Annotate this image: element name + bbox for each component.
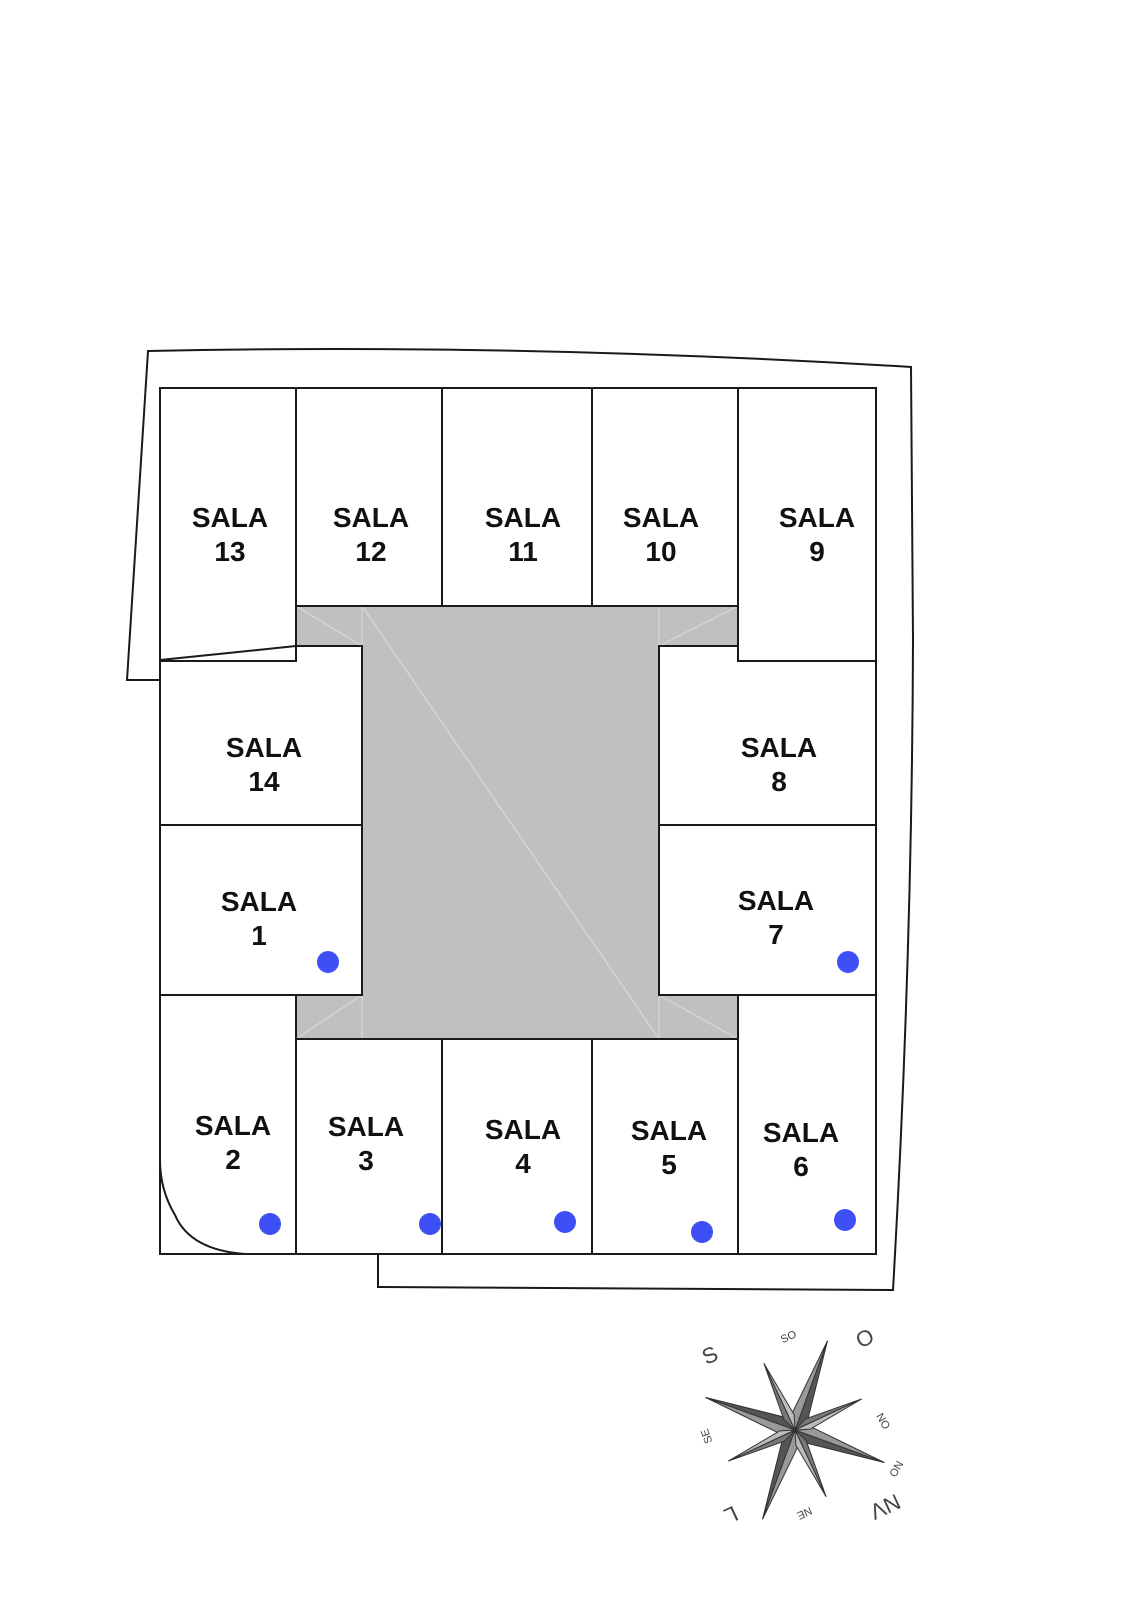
room-11[interactable]: SALA 11 xyxy=(441,387,593,607)
room-label: SALA xyxy=(779,502,855,533)
marker-room-2[interactable] xyxy=(259,1213,281,1235)
marker-room-4[interactable] xyxy=(554,1211,576,1233)
marker-room-1[interactable] xyxy=(317,951,339,973)
room-label: SALA xyxy=(738,885,814,916)
room-number: 14 xyxy=(248,766,280,797)
compass-label-bottom-right: NO xyxy=(886,1458,905,1479)
room-14[interactable]: SALA 14 xyxy=(159,645,363,826)
compass-label-bottom: NE xyxy=(795,1504,814,1521)
room-label: SALA xyxy=(631,1115,707,1146)
marker-room-6[interactable] xyxy=(834,1209,856,1231)
room-5[interactable]: SALA 5 xyxy=(591,1038,739,1255)
room-label: SALA xyxy=(623,502,699,533)
courtyard-diagonals xyxy=(295,605,739,1040)
room-label: SALA xyxy=(763,1117,839,1148)
compass-label-s: S xyxy=(698,1341,722,1370)
room-13[interactable]: SALA 13 xyxy=(159,387,297,662)
room-number: 3 xyxy=(358,1145,374,1176)
room-9[interactable]: SALA 9 xyxy=(737,387,877,662)
room-number: 10 xyxy=(645,536,676,567)
room-number: 12 xyxy=(355,536,386,567)
room-number: 13 xyxy=(214,536,245,567)
room-6[interactable]: SALA 6 xyxy=(737,994,877,1255)
room-number: 11 xyxy=(508,536,538,567)
compass-label-o: O xyxy=(852,1323,878,1353)
room-label: SALA xyxy=(221,886,297,917)
room-number: 1 xyxy=(251,920,267,951)
room-8[interactable]: SALA 8 xyxy=(658,645,877,826)
room-number: 9 xyxy=(809,536,825,567)
room-12[interactable]: SALA 12 xyxy=(295,387,443,607)
room-label: SALA xyxy=(485,1114,561,1145)
room-label: SALA xyxy=(741,732,817,763)
room-3[interactable]: SALA 3 xyxy=(295,1038,443,1255)
room-2[interactable]: SALA 2 xyxy=(159,994,297,1255)
room-number: 4 xyxy=(515,1148,531,1179)
room-label: SALA xyxy=(226,732,302,763)
marker-room-5[interactable] xyxy=(691,1221,713,1243)
room-label: SALA xyxy=(195,1110,271,1141)
room-label: SALA xyxy=(328,1111,404,1142)
room-number: 2 xyxy=(225,1144,241,1175)
compass-label-nv: NV xyxy=(866,1489,905,1525)
room-number: 7 xyxy=(768,919,784,950)
room-number: 6 xyxy=(793,1151,809,1182)
location-markers xyxy=(259,951,859,1243)
room-label: SALA xyxy=(192,502,268,533)
room-7[interactable]: SALA 7 xyxy=(658,824,877,996)
compass-label-left: SE xyxy=(699,1427,715,1445)
marker-room-7[interactable] xyxy=(837,951,859,973)
marker-room-3[interactable] xyxy=(419,1213,441,1235)
compass-label-top: SO xyxy=(779,1328,799,1346)
compass-label-right: NO xyxy=(873,1411,892,1432)
room-label: SALA xyxy=(333,502,409,533)
site-boundary xyxy=(125,348,915,1292)
compass-label-l: L xyxy=(720,1501,742,1529)
room-number: 8 xyxy=(771,766,787,797)
compass-rose-icon xyxy=(705,1340,885,1520)
room-number: 5 xyxy=(661,1149,677,1180)
room-10[interactable]: SALA 10 xyxy=(591,387,739,607)
room-label: SALA xyxy=(485,502,561,533)
